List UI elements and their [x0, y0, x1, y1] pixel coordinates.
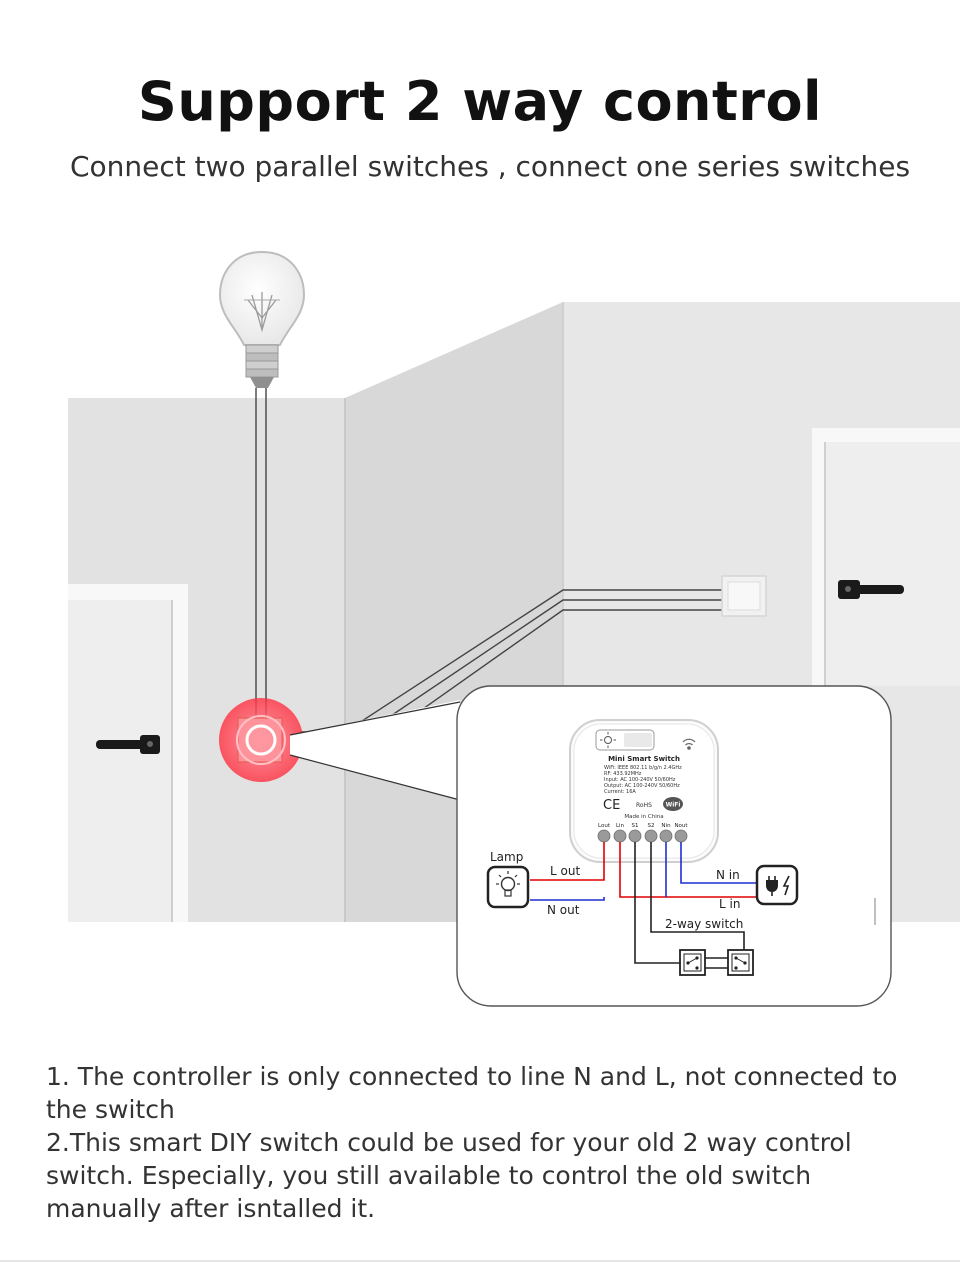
n-in-label: N in [716, 868, 740, 882]
wifi-logo-icon: WiFi [663, 797, 683, 811]
left-door [68, 584, 188, 922]
device-spec-5: Current: 16A [604, 789, 636, 795]
device-spec-3: Input: AC 100-240V 50/60Hz [604, 777, 676, 783]
wire-s2 [650, 842, 745, 950]
svg-text:WiFi: WiFi [666, 802, 681, 809]
device-spec-4: Output: AC 100-240V 50/60Hz [604, 783, 680, 789]
door-handle-right [848, 585, 904, 594]
terminal-label-lout: Lout [598, 823, 611, 829]
page-subtitle: Connect two parallel switches , connect … [69, 150, 911, 183]
n-out-label: N out [547, 903, 580, 917]
bulb-conduit [255, 388, 267, 720]
wire-l-out [530, 842, 605, 881]
right-door [812, 428, 960, 686]
terminal-label-s1: S1 [632, 823, 639, 829]
wire-s1 [634, 842, 680, 964]
notes-section: 1. The controller is only connected to l… [46, 1060, 906, 1225]
note-1: 1. The controller is only connected to l… [46, 1062, 898, 1124]
rohs-mark: RoHS [636, 802, 652, 809]
made-in-label: Made in China [624, 814, 663, 820]
page-title: Support 2 way control [137, 70, 823, 133]
light-bulb-icon [218, 250, 306, 388]
note-2: 2.This smart DIY switch could be used fo… [46, 1128, 852, 1223]
mini-smart-switch-device: Mini Smart Switch WiFi: IEEE 802.11 b/g/… [569, 719, 719, 863]
l-in-label: L in [719, 897, 740, 911]
wire-l-in [619, 842, 764, 898]
l-out-label: L out [550, 864, 580, 878]
two-way-switch-icon-1 [679, 949, 706, 976]
wifi-signal-icon [682, 738, 696, 750]
wiring-lines [530, 842, 764, 969]
terminal-label-nout: Nout [674, 823, 688, 829]
ce-mark-icon: CE [603, 798, 620, 813]
terminal-labels: Lout Lin S1 S2 Nin Nout [598, 823, 688, 829]
door-handle-left [96, 740, 148, 749]
lamp-label: Lamp [490, 850, 523, 864]
wire-n-in [680, 842, 756, 884]
device-name: Mini Smart Switch [608, 755, 680, 763]
terminal-label-nin: Nin [661, 823, 671, 829]
junction-highlight [219, 698, 303, 782]
terminal-label-lin: Lin [616, 823, 625, 829]
device-spec-1: WiFi: IEEE 802.11 b/g/n 2.4GHz [604, 765, 682, 771]
two-way-switch-icon-2 [727, 949, 754, 976]
sun-icon [600, 732, 616, 748]
wall-switch-icon [721, 575, 767, 617]
terminal-label-s2: S2 [648, 823, 655, 829]
two-way-switch-label: 2-way switch [665, 917, 743, 931]
lamp-icon [486, 865, 530, 909]
power-plug-icon [755, 864, 799, 906]
bottom-divider [0, 1260, 960, 1262]
wire-n-out [530, 897, 605, 901]
callout-pointer [289, 700, 461, 801]
device-spec-2: RF: 433.92MHz [604, 771, 642, 777]
